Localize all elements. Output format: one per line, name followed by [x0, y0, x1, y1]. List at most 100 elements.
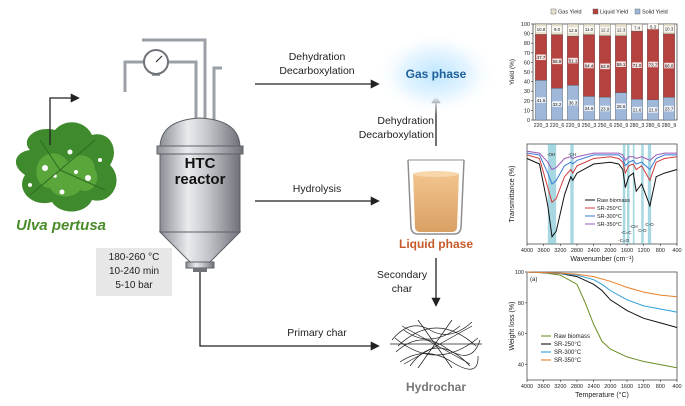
x-tick-label: 800: [656, 384, 665, 390]
y-axis-label: Transmittance (%): [509, 166, 516, 223]
x-axis-label: Temperature (°C): [575, 391, 629, 399]
process-schematic: [15, 32, 498, 370]
series-line: [526, 271, 678, 369]
x-tick-label: 250_3: [582, 123, 597, 129]
data-label: 21.0: [649, 108, 658, 113]
data-label: 63.9: [601, 64, 610, 69]
x-tick-label: 1600: [621, 384, 633, 390]
x-tick-label: 2000: [604, 384, 616, 390]
peak-annotation: C-O: [645, 222, 654, 227]
data-label: 12.6: [569, 28, 578, 33]
legend-label: Gas Yield: [558, 10, 582, 16]
data-label: 23.9: [601, 106, 610, 111]
gas-route-line2: Decarboxylation: [279, 65, 355, 77]
data-label: 23.7: [665, 106, 674, 111]
data-label: 10.3: [665, 27, 674, 32]
absorption-band: [622, 144, 626, 244]
y-tick-label: 80: [524, 41, 530, 47]
data-label-bg: [536, 26, 546, 32]
data-label-bg: [536, 97, 546, 103]
peak-annotation: -OH: [547, 152, 555, 157]
reactor-label-line1: HTC: [184, 155, 216, 172]
y-tick-label: 60: [518, 332, 524, 338]
x-tick-label: 4000: [521, 384, 533, 390]
data-label: 64.4: [585, 63, 594, 68]
data-label: 66.0: [665, 63, 674, 68]
absorption-band: [627, 144, 630, 244]
data-label-bg: [584, 105, 594, 111]
series-line: [526, 271, 678, 313]
htc-reactor-vessel: [156, 117, 244, 272]
x-tick-label: 2400: [588, 248, 600, 254]
x-tick-label: 2800: [571, 384, 583, 390]
peak-annotation: -C=C: [621, 230, 632, 235]
legend-label: Raw biomass: [554, 334, 590, 340]
gas-route-line1: Dehydration: [288, 51, 346, 63]
gas-phase-label: Gas phase: [405, 67, 467, 81]
data-label-bg: [584, 26, 594, 33]
data-label: 41.5: [537, 98, 546, 103]
absorption-band: [647, 144, 652, 244]
reactor-label: HTC reactor: [160, 156, 240, 188]
x-tick-label: 220_3: [534, 123, 549, 129]
liquid-beaker-icon: [407, 159, 465, 235]
secondary-char-label: Secondary char: [372, 268, 432, 296]
series-line: [526, 150, 677, 171]
condition-temperature: 180-260 °C: [108, 252, 160, 263]
y-tick-label: 80: [518, 301, 524, 307]
peak-annotation: -CH: [630, 224, 638, 229]
data-label: 51.1: [569, 58, 578, 63]
data-label: 10.8: [537, 27, 546, 32]
y-axis-label: Yield (%): [509, 59, 516, 85]
x-tick-label: 3600: [538, 384, 550, 390]
x-tick-label: 280_3: [630, 123, 645, 129]
absorption-band: [547, 144, 557, 244]
x-tick-label: 2800: [571, 248, 583, 254]
x-tick-label: 1200: [638, 384, 650, 390]
feed-arrow: [49, 93, 80, 145]
x-tick-label: 2000: [604, 248, 616, 254]
series-line: [526, 271, 678, 298]
x-tick-label: 280_6: [646, 123, 661, 129]
x-tick-label: 220_9: [566, 123, 581, 129]
series-line: [526, 154, 678, 204]
y-tick-label: 40: [518, 363, 524, 369]
y-tick-label: 100: [521, 22, 530, 28]
legend-swatch: [550, 8, 557, 15]
data-label-bg: [552, 101, 562, 107]
secondary-char-line1: Secondary: [376, 269, 428, 281]
y-tick-label: 20: [524, 99, 530, 105]
y-tick-label: 70: [524, 51, 530, 57]
series-line: [526, 271, 678, 328]
legend-label: SR-300°C: [597, 214, 622, 220]
hydrochar-label: Hydrochar: [405, 380, 467, 394]
data-label-bg: [632, 106, 642, 113]
y-axis-label: Weight loss (%): [509, 302, 516, 351]
data-label-bg: [648, 23, 658, 30]
data-label: 24.6: [585, 106, 594, 111]
data-label: 59.1: [617, 62, 626, 67]
legend-label: Liquid Yield: [600, 10, 628, 16]
y-tick-label: 50: [524, 70, 530, 76]
y-tick-label: 40: [524, 80, 530, 86]
data-label-bg: [648, 61, 658, 68]
x-tick-label: 3200: [554, 384, 566, 390]
data-label: 12.3: [617, 28, 626, 33]
data-label: 36.3: [569, 100, 578, 105]
y-tick-label: 100: [515, 270, 524, 276]
data-label-bg: [632, 24, 642, 31]
legend-swatch: [634, 8, 641, 15]
species-label: Ulva pertusa: [15, 217, 107, 234]
x-tick-label: 250_6: [598, 123, 613, 129]
x-tick-label: 1600: [621, 248, 633, 254]
plot-frame: [526, 271, 678, 381]
y-tick-label: 60: [524, 60, 530, 66]
reactor-pipes: [123, 38, 222, 126]
data-label-bg: [664, 62, 674, 69]
peak-annotation: -CH: [568, 152, 576, 157]
y-tick-label: 0: [527, 118, 530, 124]
data-label: 5.3: [650, 24, 657, 29]
legend-swatch: [592, 8, 599, 15]
data-label-bg: [600, 105, 610, 112]
